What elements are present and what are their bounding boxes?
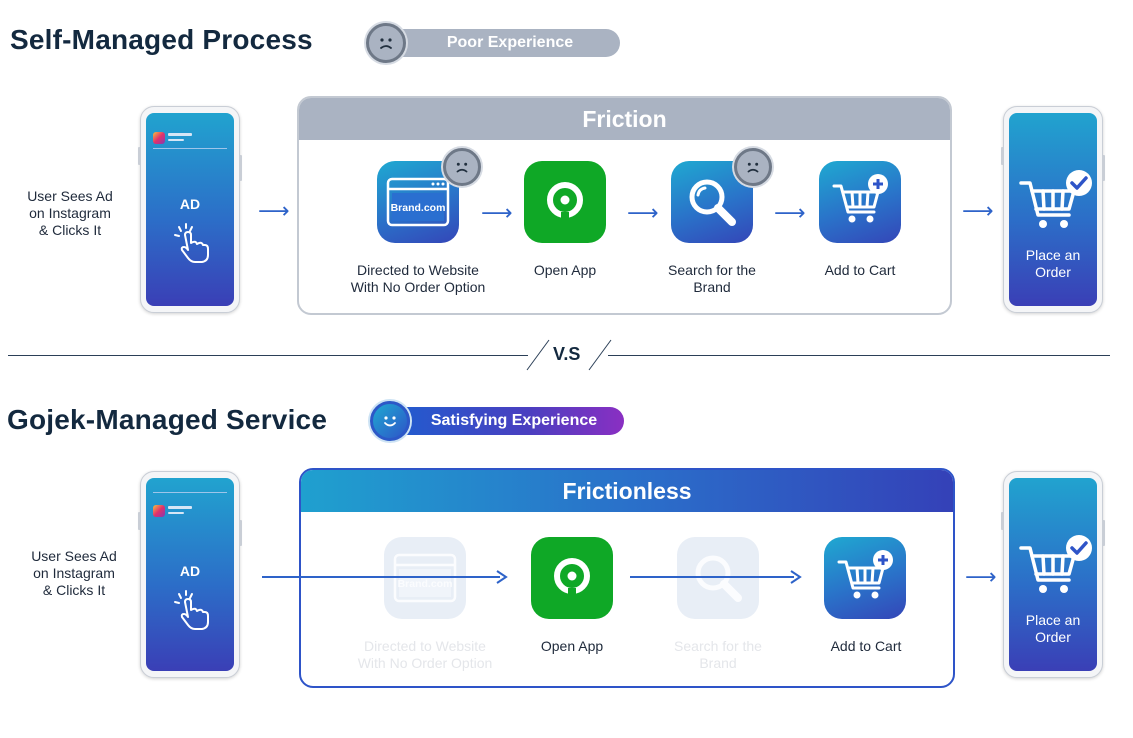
ad-text: AD — [179, 196, 201, 212]
arrow-icon: ⟶ — [258, 198, 290, 223]
arrow-icon: ⟶ — [774, 200, 806, 225]
friction-header: Friction — [299, 98, 950, 140]
arrow-icon: ⟶ — [965, 564, 997, 589]
ad-phone: AD — [138, 106, 242, 313]
arrow-icon: ⟶ — [481, 200, 513, 225]
bypass-arrow-line — [630, 576, 794, 578]
step-label-add-to-cart: Add to Cart — [830, 638, 902, 654]
arrow-head-icon — [790, 570, 802, 584]
website-icon-faded: Brand.com — [384, 537, 466, 619]
satisfying-experience-badge: Satisfying Experience — [384, 407, 624, 435]
ad-phone: AD — [138, 471, 242, 678]
add-to-cart-icon — [819, 161, 901, 243]
gojek-app-icon — [531, 537, 613, 619]
step-label-add-to-cart: Add to Cart — [824, 262, 896, 278]
cart-check-icon — [1019, 170, 1092, 228]
sad-face-icon — [366, 23, 406, 63]
cart-check-icon — [1019, 535, 1092, 593]
tap-hand-icon — [174, 223, 209, 263]
add-to-cart-icon — [824, 537, 906, 619]
instagram-icon — [153, 132, 165, 144]
vs-slashes — [526, 339, 612, 371]
poor-experience-badge: Poor Experience — [380, 29, 620, 57]
instagram-icon — [153, 505, 165, 517]
sad-face-icon — [443, 148, 481, 186]
arrow-icon: ⟶ — [627, 200, 659, 225]
step-label-open-app: Open App — [533, 262, 597, 278]
tap-hand-icon — [174, 590, 209, 630]
smile-face-icon — [370, 401, 410, 441]
frictionless-header: Frictionless — [301, 470, 953, 512]
versus-label: V.S — [553, 344, 581, 364]
website-brand-text: Brand.com — [391, 202, 446, 214]
bypass-arrow-line — [262, 576, 500, 578]
arrow-icon: ⟶ — [962, 198, 994, 223]
gojek-managed-title: Gojek-Managed Service — [7, 404, 328, 435]
sad-face-icon — [734, 148, 772, 186]
gojek-app-icon — [524, 161, 606, 243]
search-icon-faded — [677, 537, 759, 619]
ad-text: AD — [179, 563, 201, 579]
self-managed-title: Self-Managed Process — [10, 24, 313, 55]
website-brand-text: Brand.com — [398, 578, 453, 590]
step-label-open-app: Open App — [540, 638, 604, 654]
divider-left — [8, 355, 528, 356]
arrow-head-icon — [496, 570, 508, 584]
divider-right — [608, 355, 1110, 356]
frictionless-frame: Frictionless Brand.com Directed to Websi… — [299, 468, 955, 688]
